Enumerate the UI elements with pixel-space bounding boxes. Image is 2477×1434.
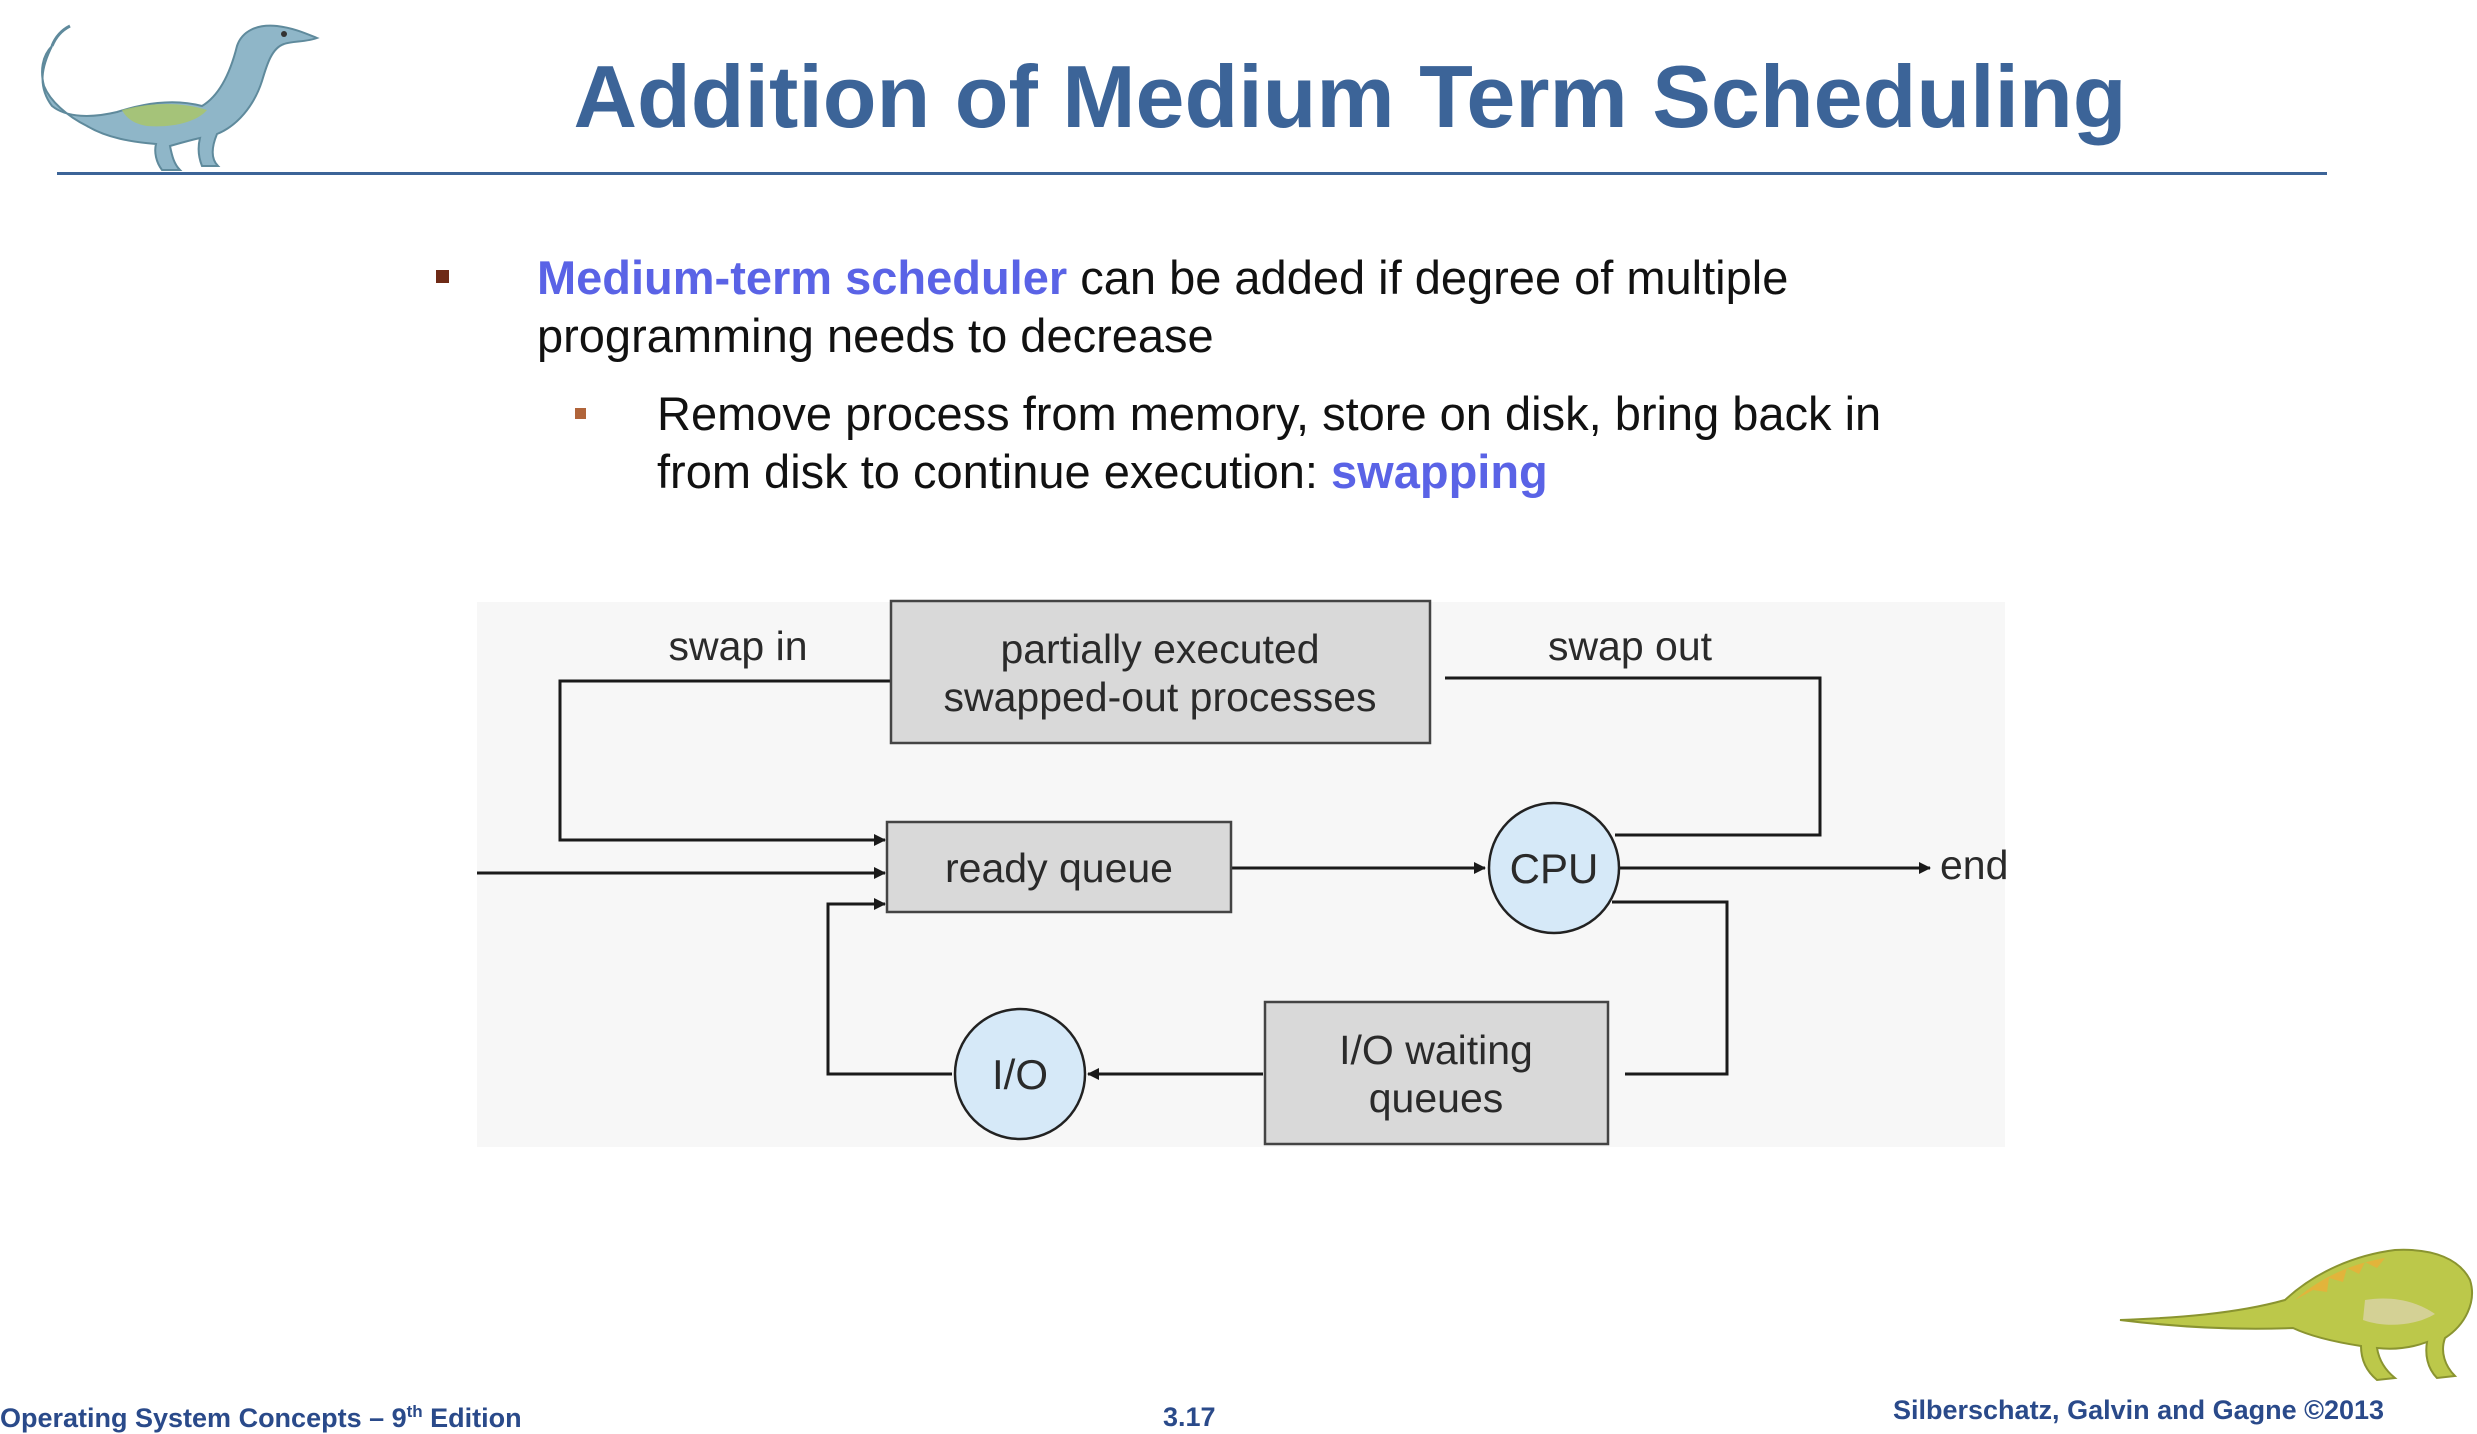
swap-out-path	[1445, 676, 1822, 837]
cpu-circle	[1487, 801, 1621, 935]
io-waiting-line1: I/O waiting	[1339, 1027, 1533, 1073]
sub-bullet-text: Remove process from memory, store on dis…	[657, 385, 1881, 501]
ready-queue-label: ready queue	[945, 845, 1173, 891]
swap-in-path	[558, 679, 890, 846]
io-circle	[953, 1007, 1087, 1141]
footer-page-number: 3.17	[1163, 1402, 1216, 1432]
io-waiting-line2: queues	[1369, 1075, 1504, 1121]
main-bullet-line1: can be added if degree of multiple	[1067, 251, 1789, 304]
swapping-term: swapping	[1331, 445, 1548, 498]
cpu-label: CPU	[1510, 845, 1599, 892]
footer-book-sup: th	[406, 1402, 423, 1421]
slide-title: Addition of Medium Term Scheduling	[573, 47, 2127, 146]
cpu-to-io-wait-path	[1612, 900, 1729, 1076]
io-return-path	[826, 898, 952, 1076]
io-label: I/O	[992, 1051, 1048, 1098]
dinosaur-footer-logo	[2119, 1248, 2473, 1382]
swap-in-label: swap in	[668, 623, 807, 669]
io-waiting-queues-box	[1263, 1000, 1610, 1146]
swapped-out-processes-box	[889, 599, 1432, 745]
footer-copyright: Silberschatz, Galvin and Gagne ©2013	[1893, 1395, 2385, 1425]
footer-book-title: Operating System Concepts – 9th Edition	[0, 1402, 522, 1434]
main-bullet-line2: programming needs to decrease	[537, 309, 1214, 362]
swapped-box-line1: partially executed	[1000, 626, 1319, 672]
medium-term-scheduler-term: Medium-term scheduler	[537, 251, 1068, 304]
footer-book-suffix: Edition	[422, 1403, 522, 1433]
end-label: end	[1940, 842, 2008, 888]
sub-bullet-marker	[575, 408, 586, 419]
ready-queue-box	[885, 820, 1233, 914]
bullet-marker	[436, 270, 449, 283]
dinosaur-logo	[41, 24, 320, 171]
diagram-connectors	[477, 676, 1931, 1080]
sub-bullet-line2: from disk to continue execution:	[657, 445, 1332, 498]
main-bullet-text: Medium-term scheduler can be added if de…	[537, 249, 1788, 365]
swapped-box-line2: swapped-out processes	[943, 674, 1376, 720]
swap-out-label: swap out	[1548, 623, 1713, 669]
footer-book-prefix: Operating System Concepts – 9	[0, 1403, 407, 1433]
title-divider	[57, 172, 2327, 175]
sub-bullet-line1: Remove process from memory, store on dis…	[657, 387, 1882, 440]
